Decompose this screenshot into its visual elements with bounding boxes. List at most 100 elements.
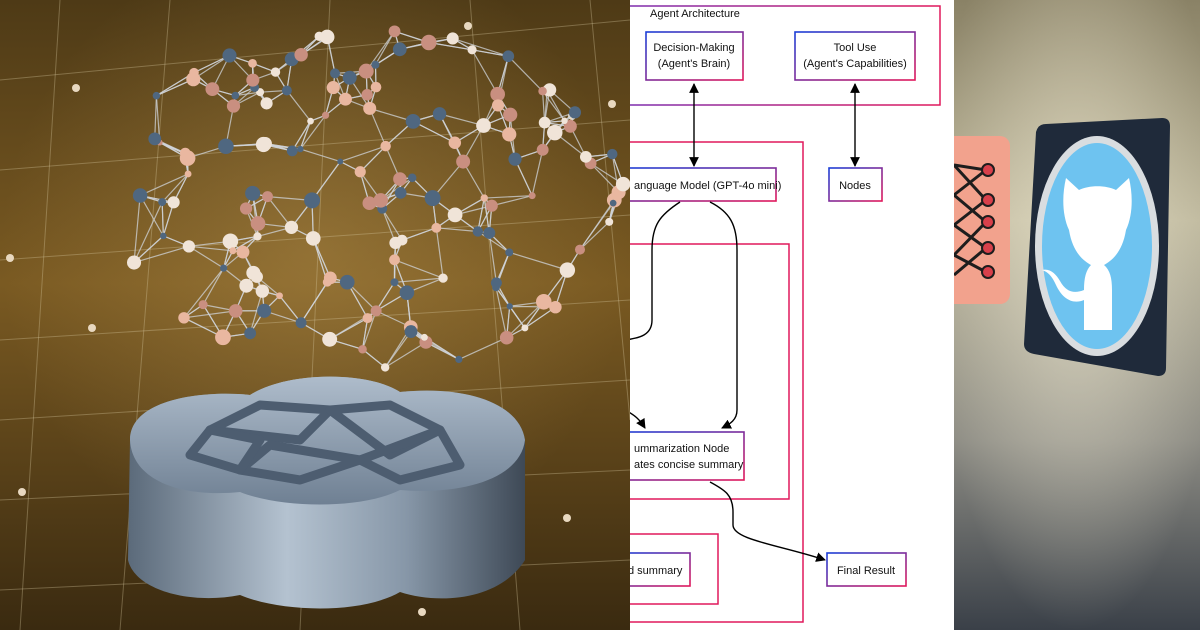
summary-node[interactable]: d summary: [630, 552, 691, 587]
network-edge: [299, 120, 312, 150]
network-node: [542, 83, 557, 97]
network-edge: [154, 95, 158, 139]
network-edge: [495, 287, 508, 338]
network-edge: [509, 251, 568, 271]
neural-network-over-openai-logo-icon: [0, 0, 630, 630]
network-edge: [365, 31, 396, 72]
network-node: [178, 312, 190, 324]
network-node: [321, 111, 330, 119]
network-node: [132, 188, 148, 203]
network-edge: [579, 199, 615, 250]
language-model-node[interactable]: anguage Model (GPT-4o mini): [630, 167, 781, 202]
network-node: [528, 192, 536, 200]
network-node: [521, 324, 529, 332]
network-node: [250, 270, 263, 283]
network-node: [467, 45, 477, 55]
network-edge: [458, 337, 507, 360]
github-illustration: [954, 0, 1200, 630]
network-node: [337, 158, 344, 165]
network-node: [239, 278, 254, 293]
network-node: [342, 70, 357, 85]
network-edge: [340, 145, 386, 163]
network-edge: [133, 245, 190, 264]
network-edge: [161, 202, 164, 236]
network-node: [186, 72, 201, 87]
processing-container: [630, 243, 790, 500]
network-node: [380, 140, 391, 152]
decision-making-node[interactable]: Decision-Making (Agent's Brain): [645, 31, 744, 81]
network-edge: [579, 221, 610, 251]
network-edge: [477, 230, 510, 253]
edge-into-summarization: [630, 411, 646, 429]
network-node: [559, 262, 576, 278]
network-node: [405, 113, 421, 129]
network-node: [456, 154, 471, 169]
neural-network-illustration: [0, 0, 630, 630]
network-node: [294, 48, 308, 62]
network-edge: [359, 145, 387, 173]
network-edge: [193, 54, 230, 80]
network-node: [358, 63, 374, 79]
network-edge: [139, 173, 189, 197]
neural-network-card-icon: [954, 136, 1010, 304]
network-node: [502, 50, 515, 63]
summarization-node[interactable]: ummarization Node ates concise summary: [630, 431, 745, 481]
network-node: [339, 274, 355, 290]
network-node: [160, 232, 167, 240]
network-edge: [279, 295, 302, 324]
network-node: [228, 304, 243, 318]
svg-text:Final Result: Final Result: [837, 565, 895, 577]
network-node: [126, 255, 142, 270]
network-edge: [514, 158, 533, 196]
network-edge: [369, 107, 414, 122]
final-result-node[interactable]: Final Result: [826, 552, 907, 587]
network-edge: [188, 245, 233, 252]
network-node: [258, 137, 272, 151]
network-edge: [183, 310, 236, 319]
network-node: [535, 294, 552, 310]
network-node: [370, 305, 382, 317]
network-edge: [471, 49, 499, 95]
network-node: [508, 152, 522, 166]
network-edge: [381, 208, 403, 241]
tool-use-node[interactable]: Tool Use (Agent's Capabilities): [794, 31, 916, 81]
network-node: [222, 48, 237, 63]
diagram-canvas: Agent Architecture Decision-Making (Agen…: [630, 5, 941, 623]
network-node: [250, 216, 266, 231]
svg-text:(Agent's Capabilities): (Agent's Capabilities): [803, 58, 907, 70]
network-edge: [381, 208, 397, 244]
network-edge: [509, 305, 526, 329]
network-node: [322, 331, 338, 347]
nodes-node[interactable]: Nodes: [828, 167, 883, 202]
network-edge: [300, 148, 341, 163]
edge-llm-summarization: [709, 201, 738, 429]
network-node: [158, 198, 167, 207]
network-edge: [361, 318, 369, 350]
github-octocat-icon: [1024, 118, 1170, 376]
network-node: [236, 245, 250, 259]
agent-architecture-container: [630, 5, 941, 106]
network-node: [231, 91, 240, 100]
network-edge: [249, 290, 263, 334]
network-edge: [369, 108, 387, 147]
network-node: [483, 226, 496, 239]
network-node: [182, 240, 196, 253]
network-node: [438, 273, 448, 283]
network-node: [424, 190, 441, 207]
svg-text:d summary: d summary: [630, 565, 683, 577]
network-edge: [361, 310, 377, 350]
network-node: [446, 32, 459, 45]
network-node: [358, 345, 367, 354]
network-edge: [491, 195, 533, 207]
network-node: [568, 106, 582, 119]
network-edge: [394, 259, 444, 279]
network-node: [605, 217, 614, 226]
network-node: [393, 172, 407, 186]
network-edge: [299, 114, 327, 150]
network-node: [218, 138, 234, 154]
svg-text:Nodes: Nodes: [839, 180, 871, 192]
network-node: [549, 300, 562, 314]
network-edge: [531, 149, 544, 196]
network-node: [361, 89, 373, 101]
network-node: [476, 118, 491, 133]
